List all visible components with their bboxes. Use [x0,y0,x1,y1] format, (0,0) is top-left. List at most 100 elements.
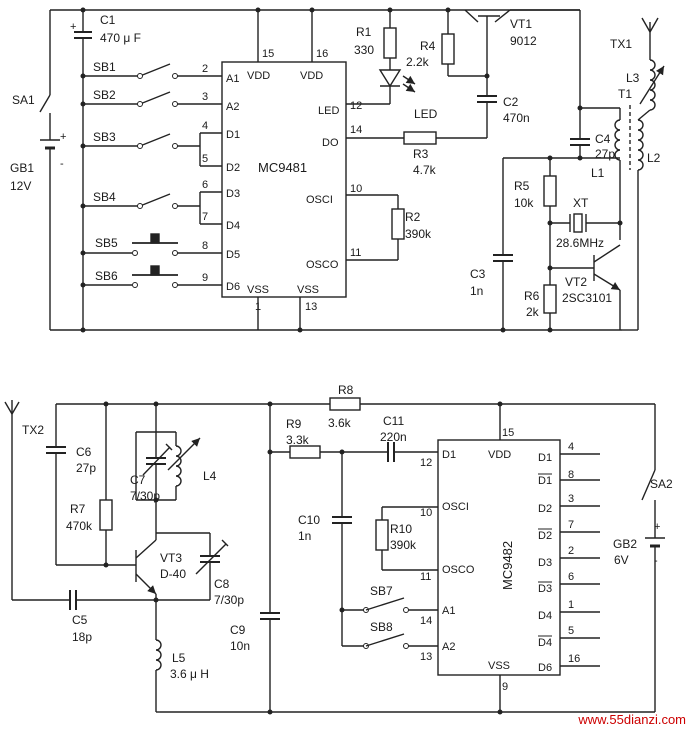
battery-gb1: + - GB1 12V [10,131,66,193]
svg-text:D1: D1 [442,449,456,461]
switch-sb5: SB5 [83,233,222,256]
svg-text:16: 16 [568,653,580,665]
svg-text:390k: 390k [390,538,417,552]
svg-text:D5: D5 [226,249,240,261]
svg-text:C6: C6 [76,445,92,459]
svg-text:D2: D2 [226,162,240,174]
svg-text:D2: D2 [538,530,552,542]
svg-text:OSCO: OSCO [442,564,475,576]
svg-text:-: - [654,555,658,567]
inductor-l2: L2 [637,119,661,180]
capacitor-c1: + C1 470 μ F [70,10,141,330]
svg-text:390k: 390k [405,227,432,241]
svg-text:14: 14 [350,124,362,136]
switch-sb4: SB4 [83,190,222,225]
resistor-r7: R7 470k [66,404,113,565]
svg-text:2: 2 [568,545,574,557]
svg-text:L2: L2 [647,151,661,165]
switch-sb1: SB1 [83,60,222,79]
svg-text:13: 13 [305,301,317,313]
svg-text:470n: 470n [503,111,530,125]
svg-text:R3: R3 [413,147,429,161]
svg-text:DO: DO [322,137,339,149]
svg-text:2k: 2k [526,305,540,319]
svg-text:4: 4 [202,120,208,132]
transistor-vt3: VT3 D-40 [135,533,186,600]
svg-text:D2: D2 [538,503,552,515]
svg-text:D1: D1 [226,129,240,141]
led-indicator: LED [346,69,438,121]
capacitor-c9: C9 10n [230,404,280,712]
svg-text:LED: LED [414,107,438,121]
svg-text:R2: R2 [405,210,421,224]
svg-text:3.6 μ H: 3.6 μ H [170,667,209,681]
svg-text:TX1: TX1 [610,37,632,51]
svg-text:SB2: SB2 [93,88,116,102]
svg-text:3: 3 [568,493,574,505]
capacitor-c2: C2 470n [477,76,530,138]
svg-text:+: + [70,21,76,33]
svg-text:9: 9 [502,681,508,693]
svg-text:VSS: VSS [488,660,510,672]
capacitor-c6: C6 27p [46,404,136,566]
svg-text:C11: C11 [383,414,404,428]
svg-text:D4: D4 [538,610,552,622]
svg-text:GB2: GB2 [613,537,637,551]
svg-text:16: 16 [316,48,328,60]
svg-text:27p: 27p [76,461,96,475]
svg-text:D1: D1 [538,475,552,487]
svg-text:2SC3101: 2SC3101 [562,291,612,305]
svg-text:D4: D4 [226,220,240,232]
svg-text:A1: A1 [442,605,455,617]
svg-text:C3: C3 [470,267,486,281]
svg-text:6: 6 [568,571,574,583]
svg-text:MC9481: MC9481 [258,160,307,175]
svg-text:C10: C10 [298,513,320,527]
ic-mc9482: MC9482 D1 VDD OSCI OSCO A1 A2 VSS D1 D1 … [420,427,580,693]
svg-text:15: 15 [262,48,274,60]
svg-text:SB4: SB4 [93,190,116,204]
svg-text:D4: D4 [538,637,552,649]
svg-text:VDD: VDD [247,70,270,82]
capacitor-c10: C10 1n [298,452,352,646]
inductor-l3: L3 [626,59,665,121]
svg-text:D6: D6 [226,281,240,293]
svg-text:TX2: TX2 [22,423,44,437]
svg-text:VDD: VDD [488,449,511,461]
receiver-bottom-circuit: TX2 C6 27p R7 470k [4,383,673,715]
svg-text:7/30p: 7/30p [214,593,244,607]
svg-text:C7: C7 [130,473,146,487]
resistor-r6: R6 2k [524,268,557,330]
svg-text:4.7k: 4.7k [413,163,437,177]
svg-text:28.6MHz: 28.6MHz [556,236,604,250]
svg-text:SB6: SB6 [95,269,118,283]
antenna-tx2: TX2 [4,400,70,601]
svg-text:5: 5 [202,153,208,165]
switch-sb2: SB2 [83,88,222,107]
capacitor-c4: C4 27p [570,108,615,161]
capacitor-c3: C3 1n [470,157,550,330]
svg-text:12V: 12V [10,179,31,193]
svg-text:C4: C4 [595,132,611,146]
inductor-l1: L1 [591,108,621,240]
svg-text:A2: A2 [226,101,239,113]
resistor-r4: R4 2.2k [406,10,487,77]
svg-text:4: 4 [568,441,574,453]
svg-text:OSCI: OSCI [442,501,469,513]
capacitor-c11: C11 220n [380,414,438,462]
transmitter-top-circuit: SA1 + - GB1 12V + C1 470 μ F [10,7,665,333]
svg-text:LED: LED [318,105,339,117]
svg-text:1n: 1n [470,284,483,298]
svg-text:SA1: SA1 [12,93,35,107]
svg-text:C5: C5 [72,613,88,627]
svg-text:11: 11 [350,247,361,259]
svg-text:A2: A2 [442,641,455,653]
svg-text:OSCO: OSCO [306,259,339,271]
svg-text:C9: C9 [230,623,246,637]
svg-text:12: 12 [350,100,362,112]
antenna-tx1: TX1 [610,17,659,60]
svg-text:6: 6 [202,179,208,191]
svg-text:9: 9 [202,272,208,284]
svg-text:R1: R1 [356,25,372,39]
svg-text:C2: C2 [503,95,519,109]
